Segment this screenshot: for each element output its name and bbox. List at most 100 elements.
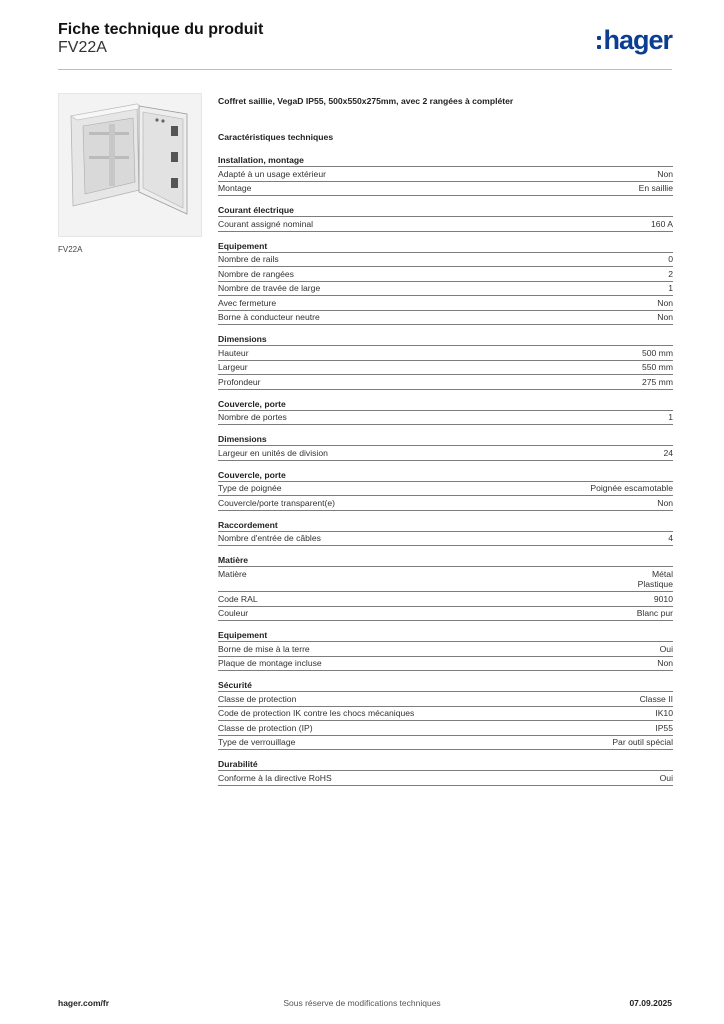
- section-title: Couvercle, porte: [218, 469, 673, 482]
- logo-text: hager: [603, 25, 673, 55]
- spec-label: Largeur en unités de division: [218, 447, 328, 458]
- spec-row: Montage En saillie: [218, 182, 673, 196]
- spec-value: Oui: [659, 643, 673, 654]
- spec-label: Nombre de travée de large: [218, 283, 321, 293]
- spec-label: Hauteur: [218, 347, 249, 358]
- section-title: Equipement: [218, 629, 673, 642]
- spec-label: Nombre de rangées: [218, 268, 294, 279]
- spec-row: Conforme à la directive RoHS Oui: [218, 771, 673, 786]
- spec-value: 2: [668, 268, 673, 279]
- product-reference: FV22A: [58, 39, 107, 56]
- section-title: Equipement: [218, 240, 673, 253]
- spec-label: Adapté à un usage extérieur: [218, 168, 326, 179]
- page-title: Fiche technique du produit: [58, 21, 264, 38]
- footer-date: 07.09.2025: [629, 998, 672, 1008]
- spec-value: 1: [668, 412, 673, 422]
- footer-website-link[interactable]: hager.com/fr: [58, 998, 110, 1008]
- spec-value: Poignée escamotable: [590, 483, 673, 493]
- spec-value: 160 A: [651, 218, 673, 229]
- spec-value: Non: [657, 168, 673, 179]
- spec-row: Code de protection IK contre les chocs m…: [218, 707, 673, 721]
- spec-value: Non: [657, 312, 673, 322]
- spec-label: Couleur: [218, 608, 249, 618]
- spec-label: Nombre de portes: [218, 412, 287, 422]
- product-image: [58, 93, 202, 237]
- spec-row: Largeur en unités de division 24: [218, 446, 673, 461]
- section-title: Couvercle, porte: [218, 398, 673, 411]
- spec-row: Plaque de montage incluse Non: [218, 657, 673, 671]
- spec-value: Non: [657, 658, 673, 668]
- spec-label: Conforme à la directive RoHS: [218, 772, 332, 783]
- spec-value: Oui: [659, 772, 673, 783]
- spec-value: IK10: [655, 708, 673, 718]
- spec-label: Borne à conducteur neutre: [218, 312, 320, 322]
- spec-row: Nombre de portes 1: [218, 411, 673, 425]
- section-title: Raccordement: [218, 519, 673, 532]
- logo-colon-icon: [597, 36, 602, 49]
- section-title: Matière: [218, 554, 673, 567]
- spec-value: Métal Plastique: [637, 568, 673, 590]
- spec-value: 275 mm: [641, 376, 673, 387]
- spec-value: 1: [668, 283, 673, 293]
- footer-notice: Sous réserve de modifications techniques: [283, 998, 441, 1008]
- spec-row: Nombre de rangées 2: [218, 267, 673, 282]
- spec-label: Plaque de montage incluse: [218, 658, 322, 668]
- spec-value: Non: [657, 297, 673, 308]
- spec-row: Type de poignée Poignée escamotable: [218, 482, 673, 496]
- product-details: Coffret saillie, VegaD IP55, 500x550x275…: [218, 96, 673, 794]
- spec-value: 0: [668, 254, 673, 264]
- spec-value: 4: [668, 533, 673, 543]
- spec-value: 500 mm: [641, 347, 673, 358]
- spec-value: Blanc pur: [636, 608, 673, 618]
- spec-row: Courant assigné nominal 160 A: [218, 217, 673, 232]
- spec-row: Nombre de travée de large 1: [218, 282, 673, 296]
- spec-row: Classe de protection (IP)IP55: [218, 721, 673, 736]
- spec-value: IP55: [655, 722, 673, 733]
- enclosure-illustration-icon: [59, 94, 201, 236]
- spec-value: En saillie: [638, 183, 673, 193]
- spec-row: Adapté à un usage extérieur Non: [218, 167, 673, 182]
- spec-row: Couleur Blanc pur: [218, 607, 673, 621]
- spec-value: 24: [663, 447, 673, 458]
- spec-label: Courant assigné nominal: [218, 218, 314, 229]
- spec-label: Type de verrouillage: [218, 737, 296, 747]
- spec-value: Non: [657, 497, 673, 508]
- spec-value: 550 mm: [641, 362, 673, 372]
- spec-label: Matière: [218, 568, 247, 579]
- section-title: Dimensions: [218, 433, 673, 446]
- image-caption: FV22A: [58, 245, 83, 254]
- spec-label: Borne de mise à la terre: [218, 643, 310, 654]
- spec-row: Couvercle/porte transparent(e)Non: [218, 496, 673, 511]
- spec-row: Matière Métal Plastique: [218, 567, 673, 592]
- spec-label: Type de poignée: [218, 483, 282, 493]
- spec-label: Classe de protection: [218, 693, 297, 704]
- section-title: Dimensions: [218, 333, 673, 346]
- section-title: Installation, montage: [218, 154, 673, 167]
- spec-label: Code de protection IK contre les chocs m…: [218, 708, 415, 718]
- spec-value: 9010: [653, 593, 673, 604]
- section-title: Courant électrique: [218, 204, 673, 217]
- spec-row: Borne de mise à la terre Oui: [218, 642, 673, 657]
- spec-label: Montage: [218, 183, 252, 193]
- product-description: Coffret saillie, VegaD IP55, 500x550x275…: [218, 96, 514, 106]
- hager-logo[interactable]: hager: [597, 25, 673, 55]
